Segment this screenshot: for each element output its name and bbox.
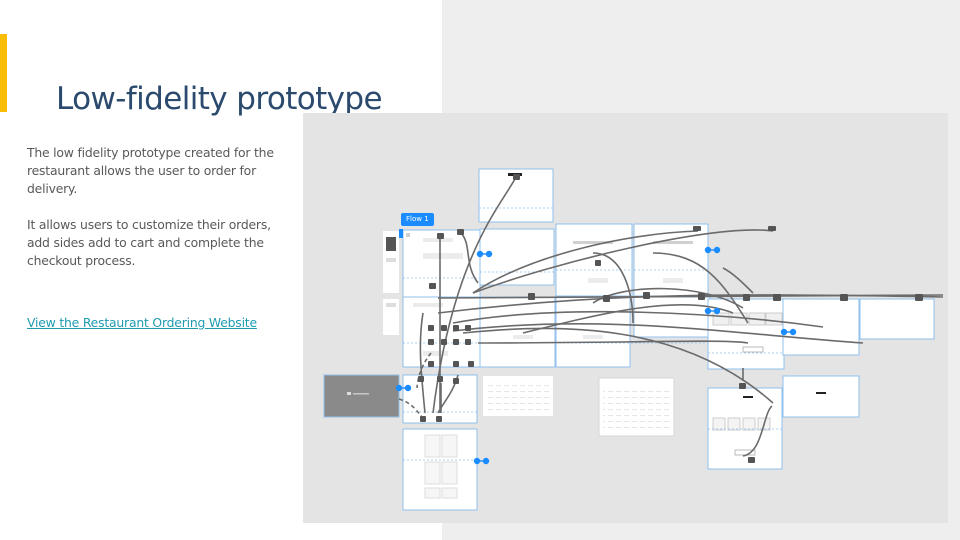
prototype-flow-diagram xyxy=(323,168,944,511)
wire-nodes xyxy=(418,174,923,463)
flow-1-label: Flow 1 xyxy=(401,213,434,226)
description-paragraph-2: It allows users to customize their order… xyxy=(27,217,271,268)
prototype-canvas-screenshot: Flow 1 xyxy=(303,113,948,523)
description-paragraph-1: The low fidelity prototype created for t… xyxy=(27,145,274,196)
splash-artboard xyxy=(323,374,400,418)
flow-connectors xyxy=(395,246,797,465)
slide-description: The low fidelity prototype created for t… xyxy=(27,144,289,288)
slide-title: Low-fidelity prototype xyxy=(56,80,383,117)
interaction-wires xyxy=(419,176,944,457)
restaurant-website-link[interactable]: View the Restaurant Ordering Website xyxy=(27,315,257,330)
accent-bar xyxy=(0,34,7,112)
